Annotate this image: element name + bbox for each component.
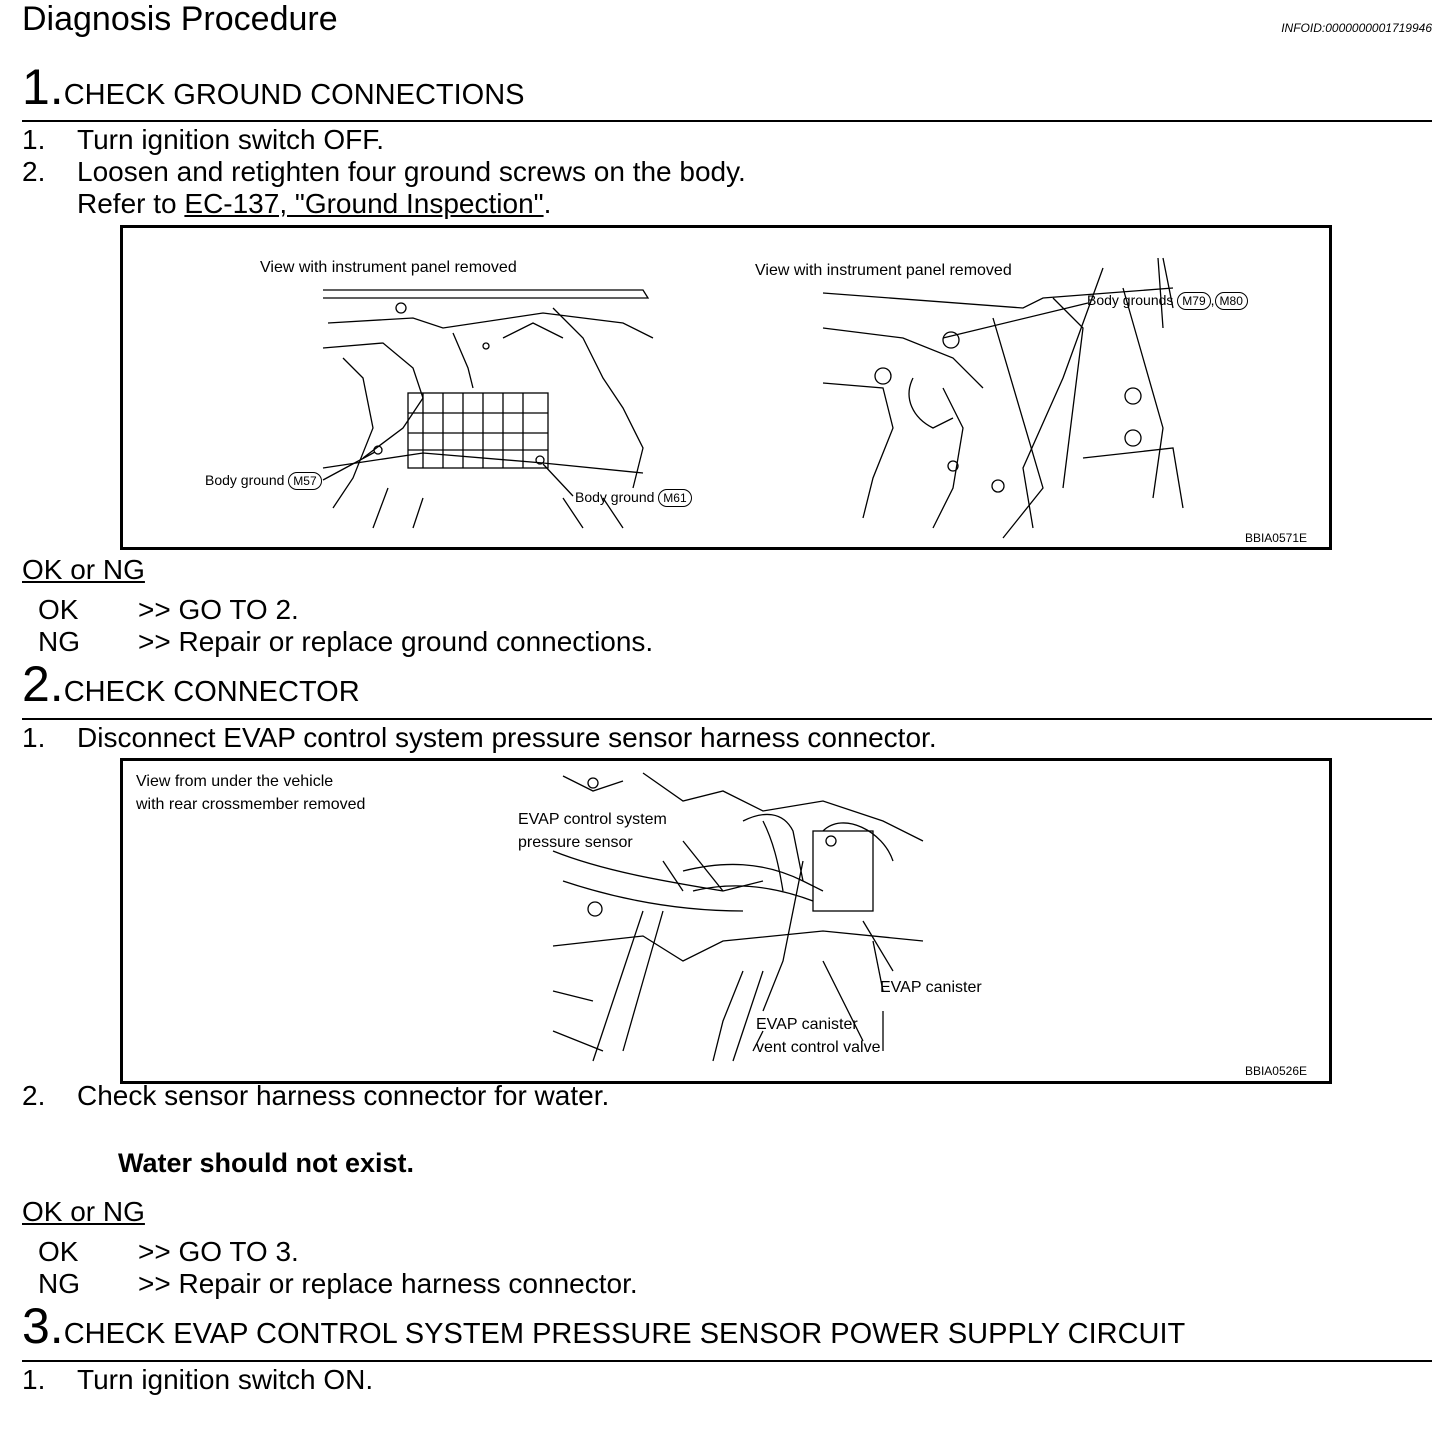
step-divider — [22, 718, 1432, 720]
ok-label: OK — [38, 1236, 79, 1267]
step-2-heading: 2.CHECK CONNECTOR — [22, 659, 360, 709]
ground-illustration — [322, 257, 1184, 539]
ng-action: >> Repair or replace ground connections. — [138, 626, 654, 657]
page-title: Diagnosis Procedure — [22, 0, 338, 38]
callout-m79-m80: Body grounds M79,M80 — [1087, 292, 1248, 310]
list-number: 2. — [22, 1080, 46, 1111]
ground-connections-figure: View with instrument panel removed View … — [120, 225, 1332, 550]
step-divider — [22, 1360, 1432, 1362]
ok-label: OK — [38, 594, 79, 625]
refer-suffix: . — [543, 188, 552, 219]
connector-m79-badge: M79 — [1177, 292, 1211, 310]
refer-line: Refer to EC-137, "Ground Inspection". — [77, 188, 551, 220]
valve-label-line1: EVAP canister — [756, 1016, 858, 1033]
ok-or-ng-title: OK or NG — [22, 1196, 145, 1227]
list-item: Turn ignition switch OFF. — [77, 124, 385, 155]
spec-note: Water should not exist. — [118, 1148, 415, 1178]
list-number: 1. — [22, 124, 46, 155]
figure-code: BBIA0526E — [1244, 1064, 1307, 1078]
step-3-heading: 3.CHECK EVAP CONTROL SYSTEM PRESSURE SEN… — [22, 1301, 1185, 1351]
ok-action: >> GO TO 3. — [138, 1236, 299, 1267]
figure-caption-line1: View from under the vehicle — [136, 773, 334, 790]
list-number: 1. — [22, 1364, 46, 1395]
step-title: CHECK CONNECTOR — [63, 676, 360, 708]
callout-m61: Body ground M61 — [575, 489, 692, 507]
list-item: Turn ignition switch ON. — [77, 1364, 374, 1395]
valve-label-line2: vent control valve — [756, 1039, 881, 1056]
evap-illustration — [552, 772, 924, 1062]
connector-m61-badge: M61 — [658, 489, 692, 507]
step-number: 3. — [22, 1298, 64, 1354]
figure-code: BBIA0571E — [1244, 531, 1307, 545]
step-1-heading: 1.CHECK GROUND CONNECTIONS — [22, 62, 525, 112]
step-title: CHECK EVAP CONTROL SYSTEM PRESSURE SENSO… — [63, 1318, 1186, 1350]
ng-label: NG — [38, 626, 80, 657]
ng-action: >> Repair or replace harness connector. — [138, 1268, 638, 1299]
sensor-label-line2: pressure sensor — [518, 834, 633, 851]
figure-caption-left: View with instrument panel removed — [260, 259, 517, 276]
callout-m57: Body ground M57 — [205, 472, 322, 490]
step-divider — [22, 120, 1432, 122]
connector-m57-badge: M57 — [288, 472, 322, 490]
info-id: INFOID:0000000001719946 — [1281, 21, 1432, 35]
ok-action: >> GO TO 2. — [138, 594, 299, 625]
refer-prefix: Refer to — [77, 188, 185, 219]
canister-label: EVAP canister — [880, 979, 982, 996]
step-number: 2. — [22, 656, 64, 712]
sensor-label-line1: EVAP control system — [518, 811, 667, 828]
ok-or-ng-title: OK or NG — [22, 554, 145, 585]
list-item: Check sensor harness connector for water… — [77, 1080, 610, 1111]
list-item: Disconnect EVAP control system pressure … — [77, 722, 937, 753]
figure-caption-line2: with rear crossmember removed — [136, 796, 366, 813]
ng-label: NG — [38, 1268, 80, 1299]
step-number: 1. — [22, 59, 64, 115]
list-number: 2. — [22, 156, 46, 187]
list-item: Loosen and retighten four ground screws … — [77, 156, 746, 187]
list-number: 1. — [22, 722, 46, 753]
ground-inspection-link[interactable]: EC-137, "Ground Inspection" — [184, 188, 544, 219]
evap-sensor-figure: View from under the vehicle with rear cr… — [120, 758, 1332, 1084]
figure-caption-right: View with instrument panel removed — [755, 262, 1012, 279]
connector-m80-badge: M80 — [1214, 292, 1248, 310]
step-title: CHECK GROUND CONNECTIONS — [63, 79, 525, 111]
